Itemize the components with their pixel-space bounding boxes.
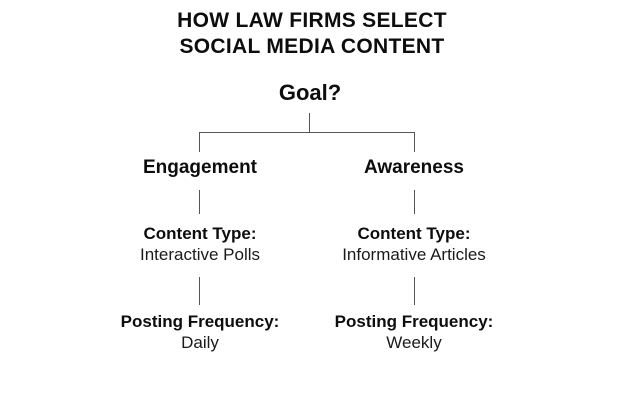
posting-frequency-value-left: Daily xyxy=(181,333,219,352)
posting-frequency-label-left: Posting Frequency: xyxy=(120,312,280,331)
posting-frequency-value-right: Weekly xyxy=(386,333,442,352)
connector-root-stem xyxy=(309,113,310,132)
tree-node-content-type-left: Content Type: Interactive Polls xyxy=(140,223,260,266)
connector-drop-right xyxy=(414,132,415,152)
connector-awareness-to-content-type xyxy=(414,190,415,214)
content-type-value-left: Interactive Polls xyxy=(140,245,260,264)
connector-content-type-to-frequency-left xyxy=(199,277,200,305)
content-type-label-right: Content Type: xyxy=(357,224,471,243)
title-line-1: HOW LAW FIRMS SELECT xyxy=(177,9,447,32)
posting-frequency-label-right: Posting Frequency: xyxy=(334,312,494,331)
connector-branch-bar xyxy=(199,132,415,133)
tree-node-root: Goal? xyxy=(278,80,342,105)
title-line-2: SOCIAL MEDIA CONTENT xyxy=(179,35,445,58)
connector-content-type-to-frequency-right xyxy=(414,277,415,305)
tree-node-engagement: Engagement xyxy=(142,157,258,178)
tree-node-awareness: Awareness xyxy=(364,157,464,178)
connector-engagement-to-content-type xyxy=(199,190,200,214)
connector-drop-left xyxy=(199,132,200,152)
tree-node-posting-frequency-right: Posting Frequency: Weekly xyxy=(335,311,494,354)
content-type-label-left: Content Type: xyxy=(143,224,257,243)
content-type-value-right: Informative Articles xyxy=(342,245,486,264)
tree-node-content-type-right: Content Type: Informative Articles xyxy=(342,223,486,266)
page-title: HOW LAW FIRMS SELECT SOCIAL MEDIA CONTEN… xyxy=(0,8,624,60)
tree-node-posting-frequency-left: Posting Frequency: Daily xyxy=(121,311,280,354)
